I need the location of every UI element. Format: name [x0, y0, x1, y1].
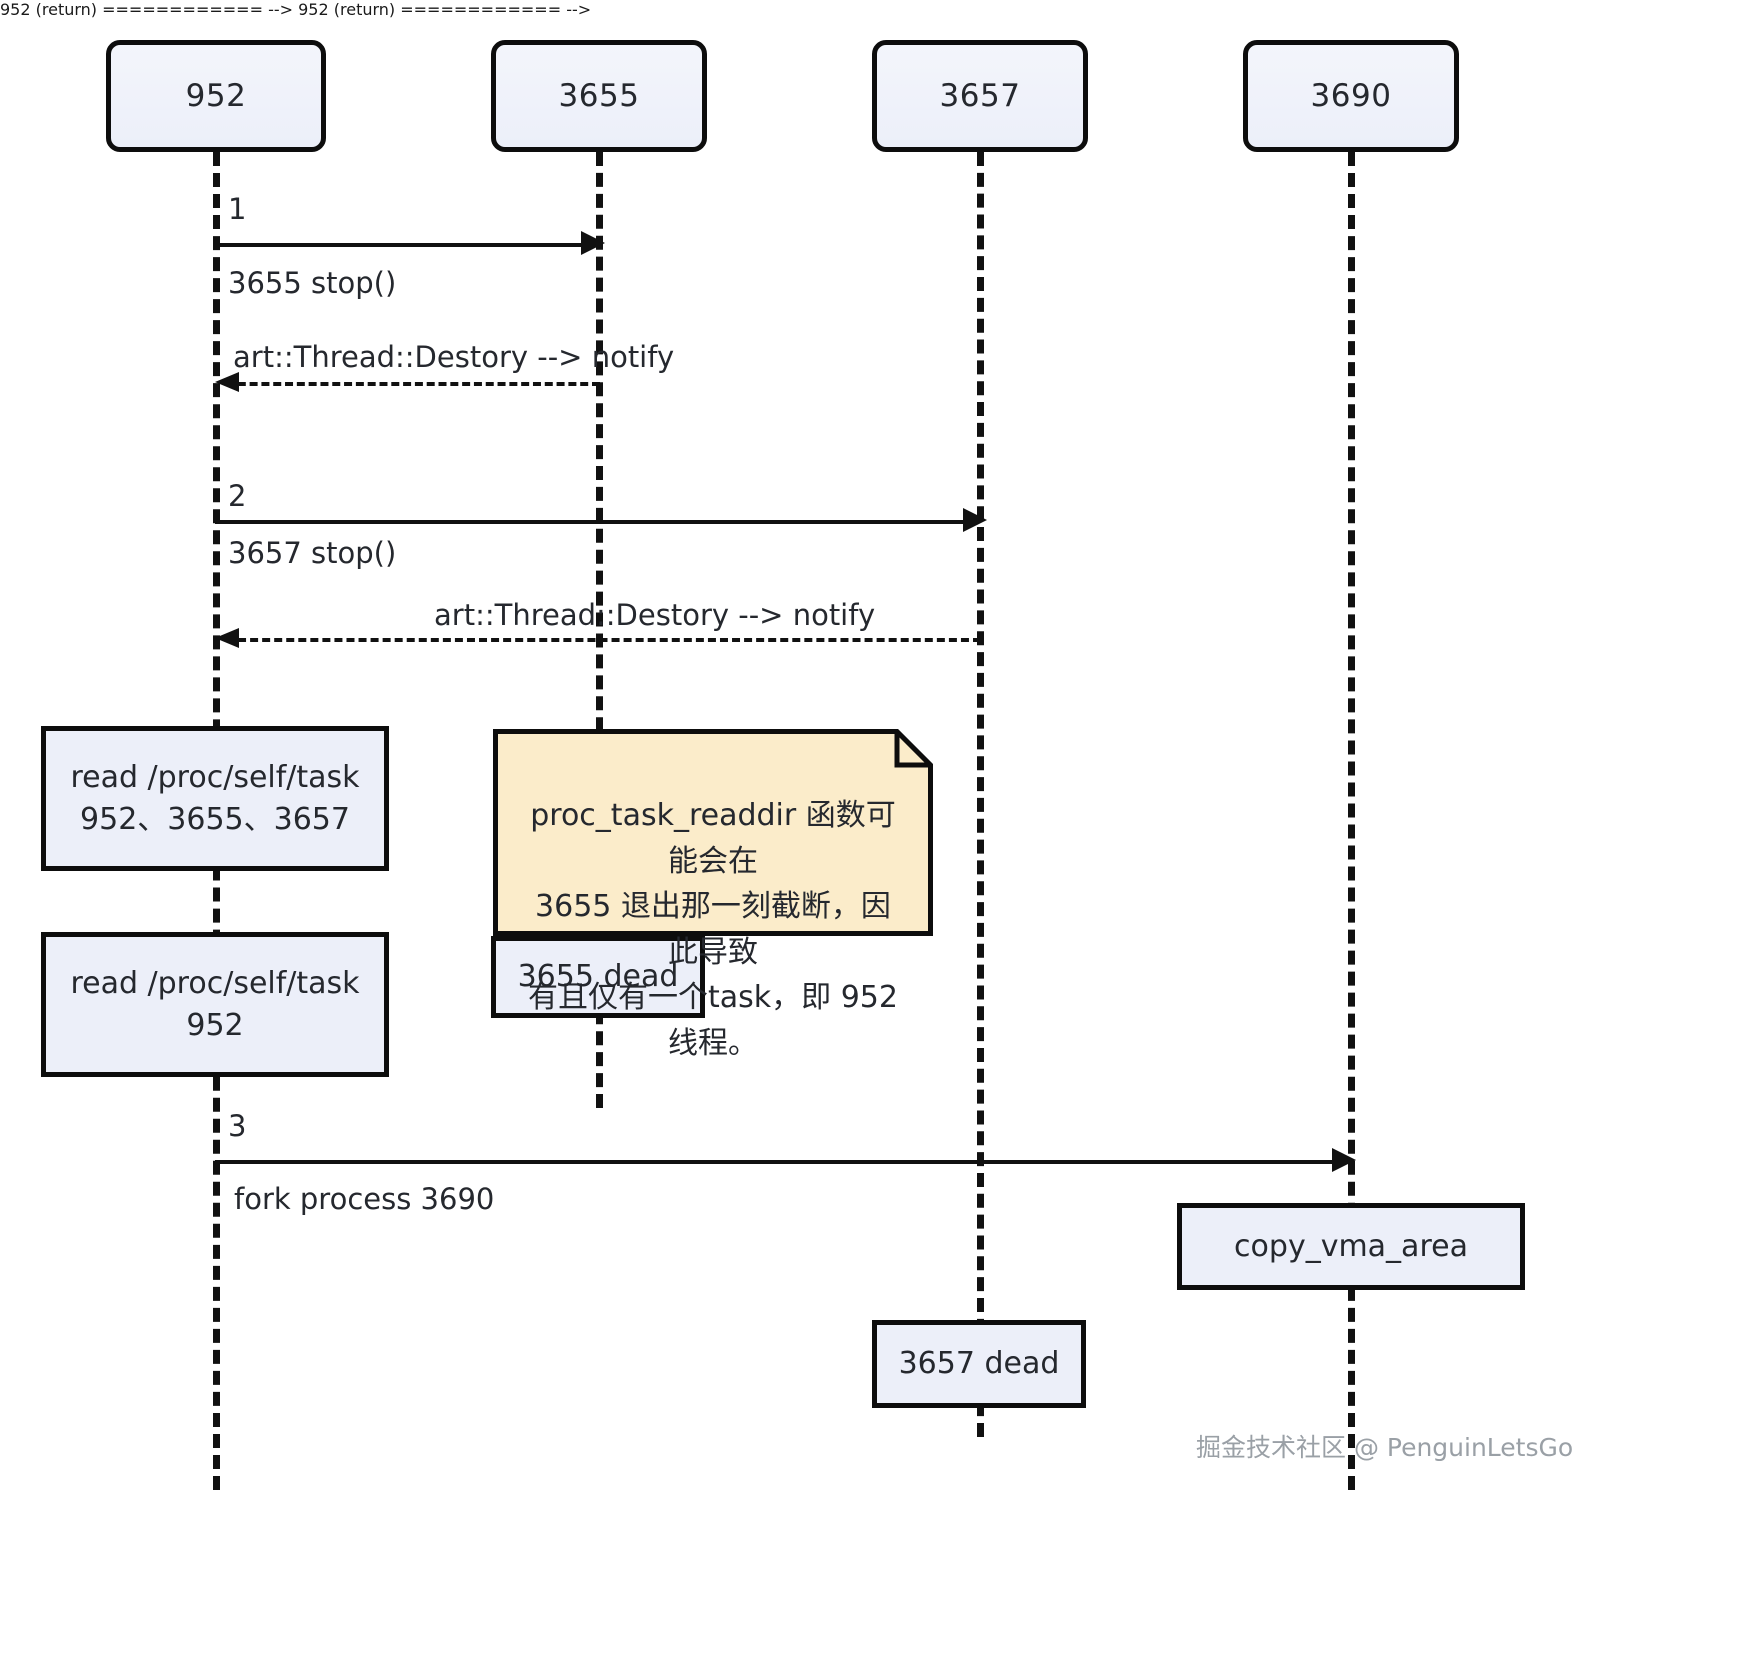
action-box-line2: 952: [186, 1007, 244, 1043]
arrow-left-open-icon: [215, 372, 239, 392]
lifeline-label-3655: 3655: [558, 78, 640, 114]
lifeline-head-3657[interactable]: 3657: [872, 40, 1088, 152]
lifeline-label-3690: 3690: [1310, 78, 1392, 114]
lifeline-line-3655: [596, 152, 603, 1108]
message-label-2: art::Thread::Destory --> notify: [233, 340, 675, 374]
message-line-5: [215, 1160, 1334, 1164]
message-label-3: 3657 stop(): [228, 536, 397, 570]
note-proc-task-readdir[interactable]: proc_task_readdir 函数可能会在 3655 退出那一刻截断，因此…: [493, 729, 933, 1061]
action-box-copy-vma-area[interactable]: copy_vma_area: [1177, 1203, 1525, 1290]
lifeline-label-3657: 3657: [939, 78, 1021, 114]
lifeline-label-952: 952: [185, 78, 247, 114]
lifeline-head-3690[interactable]: 3690: [1243, 40, 1459, 152]
action-box-line2: 952、3655、3657: [80, 801, 350, 837]
lifeline-line-3657: [977, 152, 984, 1437]
message-line-2: [226, 382, 600, 386]
message-seq-2: 2: [228, 479, 247, 513]
note-shape: [493, 729, 933, 936]
message-label-5: fork process 3690: [234, 1182, 495, 1216]
action-box-3657-dead[interactable]: 3657 dead: [872, 1320, 1086, 1408]
action-box-line1: copy_vma_area: [1234, 1228, 1468, 1264]
message-seq-1: 1: [228, 192, 247, 226]
action-box-line1: read /proc/self/task: [70, 760, 360, 796]
message-line-1: [215, 243, 583, 247]
message-line-3: [215, 520, 965, 524]
message-line-4: [226, 638, 981, 642]
action-box-line1: 3657 dead: [898, 1346, 1060, 1382]
lifeline-head-3655[interactable]: 3655: [491, 40, 707, 152]
action-box-line1: 3655 dead: [517, 959, 679, 995]
watermark: 掘金技术社区 @ PenguinLetsGo: [1196, 1433, 1574, 1462]
arrow-right-icon: [1332, 1148, 1356, 1172]
message-seq-3: 3: [228, 1109, 247, 1143]
action-box-read-task-single[interactable]: read /proc/self/task 952: [41, 932, 389, 1077]
action-box-3655-dead[interactable]: 3655 dead: [491, 936, 705, 1018]
message-label-4: art::Thread::Destory --> notify: [434, 598, 876, 632]
lifeline-head-952[interactable]: 952: [106, 40, 326, 152]
arrow-right-icon: [963, 508, 987, 532]
arrow-right-icon: [581, 231, 605, 255]
lifeline-line-3690: [1348, 152, 1355, 1490]
message-label-1: 3655 stop(): [228, 266, 397, 300]
arrow-left-open-icon: [215, 628, 239, 648]
action-box-read-task-all[interactable]: read /proc/self/task 952、3655、3657: [41, 726, 389, 871]
note-text: proc_task_readdir 函数可能会在 3655 退出那一刻截断，因此…: [528, 798, 898, 1061]
action-box-line1: read /proc/self/task: [70, 966, 360, 1002]
